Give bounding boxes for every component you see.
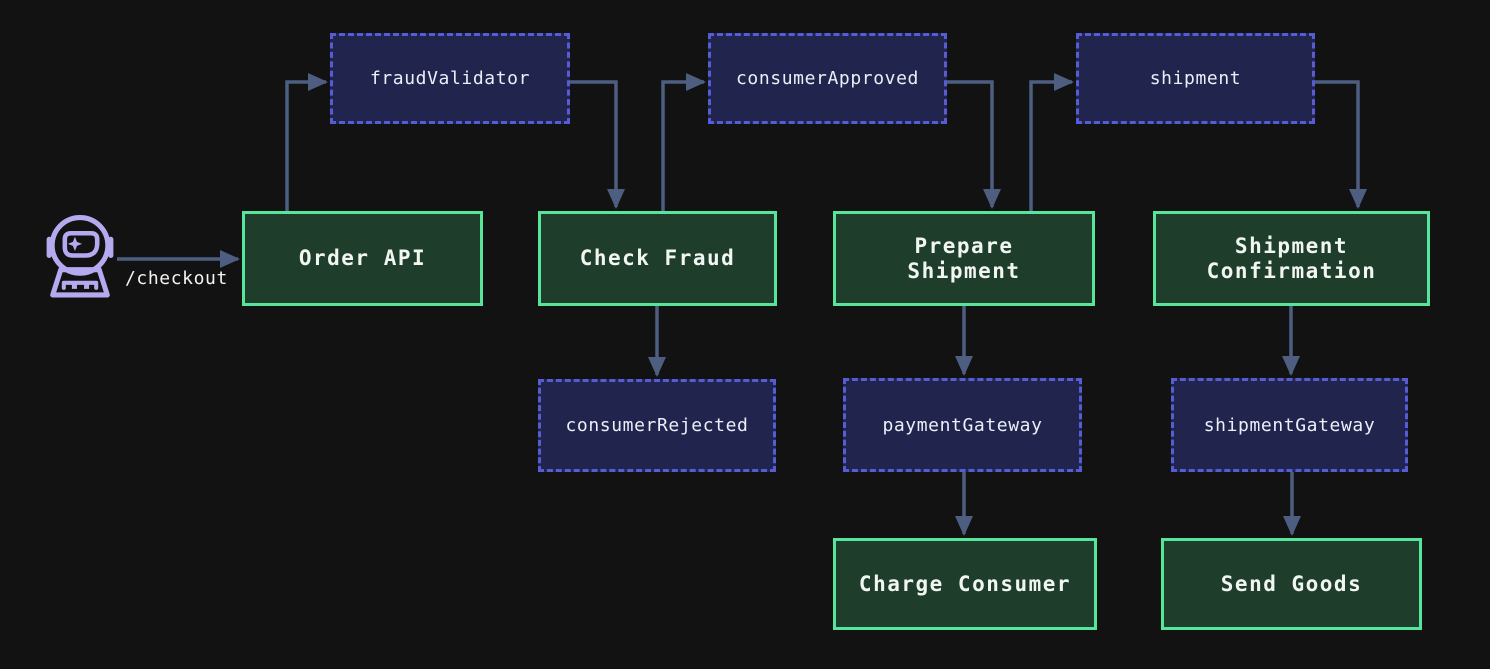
astronaut-icon <box>46 215 114 298</box>
node-shipment-confirmation: Shipment Confirmation <box>1153 211 1430 306</box>
node-label: Shipment Confirmation <box>1206 233 1377 283</box>
edge-check-fraud-to-consumer-approved <box>661 73 706 211</box>
node-shipment: shipment <box>1076 33 1315 124</box>
node-label: Send Goods <box>1220 571 1363 596</box>
node-label: Order API <box>298 246 427 271</box>
node-consumer-rejected: consumerRejected <box>538 379 776 472</box>
node-label: shipmentGateway <box>1203 414 1376 436</box>
edge-consumer-approved-to-prepare-shipment <box>947 80 1001 209</box>
actor-label: /checkout <box>125 268 228 289</box>
node-shipment-gateway: shipmentGateway <box>1171 378 1408 472</box>
node-payment-gateway: paymentGateway <box>843 378 1082 472</box>
edge-order-api-to-fraud-validator <box>285 73 328 211</box>
node-label: Check Fraud <box>579 246 736 271</box>
edge-fraud-validator-to-check-fraud <box>570 80 625 209</box>
node-label: Prepare Shipment <box>907 233 1021 283</box>
edge-prepare-shipment-to-shipment <box>1029 73 1074 211</box>
node-send-goods: Send Goods <box>1161 538 1422 630</box>
node-label: fraudValidator <box>369 68 531 89</box>
node-label: consumerRejected <box>565 415 749 436</box>
node-label: paymentGateway <box>882 414 1043 436</box>
node-fraud-validator: fraudValidator <box>330 33 570 124</box>
node-consumer-approved: consumerApproved <box>708 33 947 124</box>
node-order-api: Order API <box>242 211 483 306</box>
node-label: shipment <box>1149 68 1242 89</box>
node-label: consumerApproved <box>736 68 919 89</box>
edge-shipment-to-shipment-confirmation <box>1315 80 1367 209</box>
node-label: Charge Consumer <box>858 571 1072 596</box>
node-check-fraud: Check Fraud <box>538 211 777 306</box>
node-charge-consumer: Charge Consumer <box>833 538 1097 630</box>
checkout-actor: /checkout <box>45 210 230 302</box>
node-prepare-shipment: Prepare Shipment <box>833 211 1095 306</box>
